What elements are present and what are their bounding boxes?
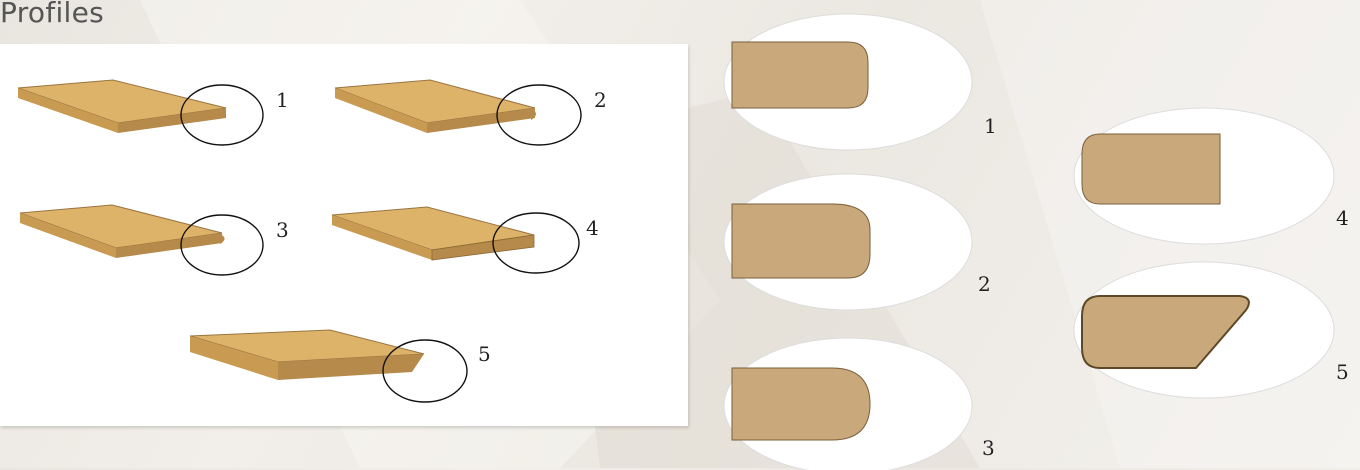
board-label-5: 5: [478, 342, 491, 366]
board-4: [331, 206, 535, 261]
board-1: [17, 79, 227, 133]
board-label-4: 4: [586, 216, 599, 240]
highlight-ellipse-5: [382, 339, 468, 403]
highlight-ellipse-1: [180, 84, 264, 146]
profile-detail-5: [1073, 261, 1335, 399]
detail-label-2: 2: [978, 272, 991, 296]
highlight-ellipse-4: [492, 212, 580, 274]
profile-detail-2: [723, 173, 973, 311]
board-label-2: 2: [594, 88, 607, 112]
detail-label-4: 4: [1336, 206, 1349, 230]
detail-label-5: 5: [1336, 360, 1349, 384]
board-label-1: 1: [276, 88, 289, 112]
detail-label-1: 1: [984, 114, 997, 138]
board-5: [189, 329, 425, 380]
highlight-ellipse-2: [496, 84, 582, 146]
board-3: [19, 204, 225, 258]
detail-label-3: 3: [982, 436, 995, 460]
board-2: [334, 79, 536, 133]
profile-detail-4: [1073, 107, 1335, 245]
page-title: Profiles: [0, 0, 105, 29]
highlight-ellipse-3: [180, 214, 264, 276]
profile-detail-3: [723, 337, 973, 470]
profile-detail-1: [723, 13, 973, 151]
board-label-3: 3: [276, 218, 289, 242]
